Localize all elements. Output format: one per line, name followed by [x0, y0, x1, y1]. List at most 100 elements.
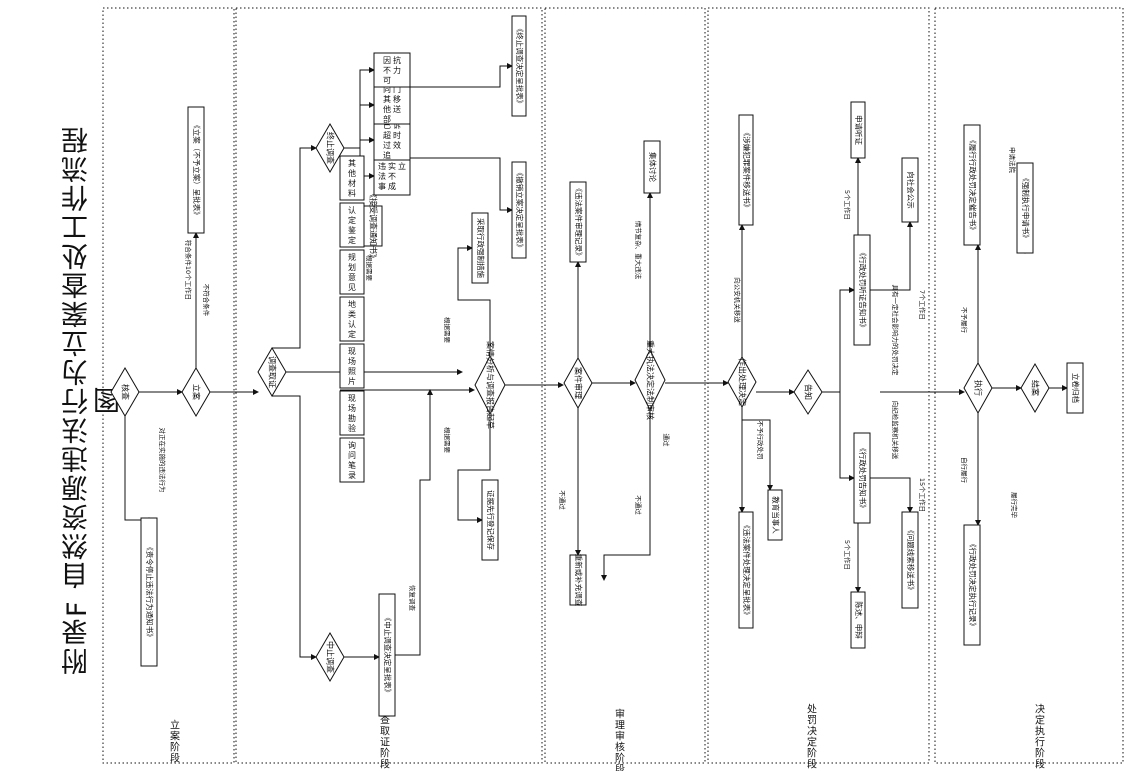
svg-text:向社会公示: 向社会公示	[906, 171, 916, 209]
svg-text:现场勘验: 现场勘验	[348, 394, 356, 433]
svg-text:《责令停止违法行为通知书》: 《责令停止违法行为通知书》	[145, 543, 155, 641]
svg-text:《违法案件处理决定呈批表》: 《违法案件处理决定呈批表》	[742, 521, 752, 619]
svg-text:认定鉴定: 认定鉴定	[348, 205, 356, 245]
node-zhongda: 重大执法决定法制审核	[634, 340, 666, 420]
node-dilei: 地类认定	[339, 296, 365, 342]
svg-text:询问笔录: 询问笔录	[348, 440, 356, 480]
svg-text:重大执法决定法制审核: 重大执法决定法制审核	[646, 340, 656, 420]
stage-label-s1: 立案阶段	[170, 719, 180, 765]
node-diaocha: 调查取证	[257, 347, 287, 397]
svg-text:教育当事人: 教育当事人	[771, 496, 781, 534]
node-shenli: 案件审理	[563, 356, 593, 410]
node-jiean: 结案	[1020, 363, 1050, 413]
edge-4	[124, 416, 152, 523]
edge-label: 不通过	[634, 495, 643, 515]
edge-label: 情节复杂、重大违法	[634, 221, 643, 280]
svg-text:申请听证: 申请听证	[854, 115, 864, 145]
node-yisong: 向其他部门移送	[373, 83, 411, 125]
svg-text:现场照片: 现场照片	[348, 347, 356, 386]
node-xunwen: 询问笔录	[339, 437, 365, 483]
edge-19	[457, 414, 491, 523]
svg-text:案件审理: 案件审理	[574, 367, 584, 399]
edge-8	[272, 145, 317, 349]
svg-text:《立案（不予立案）呈批表》: 《立案（不予立案）呈批表》	[192, 121, 202, 219]
edge-label: 不予履行	[960, 307, 969, 334]
node-jieshou: 《接受调查通知书》	[363, 190, 383, 262]
node-guidang: 立卷归档	[1066, 362, 1084, 414]
edge-13	[410, 63, 513, 88]
edge-label: 履行完毕	[1010, 492, 1019, 519]
svg-text:重新或补充调查: 重新或补充调查	[574, 554, 584, 607]
edge-label: 不符合条件	[202, 284, 211, 317]
edge-5	[272, 395, 317, 660]
edge-28	[742, 419, 773, 491]
svg-text:调查取证: 调查取证	[268, 356, 278, 388]
edge-31	[822, 391, 855, 481]
svg-text:《行政处罚决定执行记录》: 《行政处罚决定执行记录》	[968, 540, 978, 630]
svg-text:《行政处罚告知书》: 《行政处罚告知书》	[858, 444, 868, 512]
svg-text:核查: 核查	[121, 384, 131, 400]
node-qiangzhi_sq: 《强制执行申请书》	[1016, 162, 1034, 254]
stage-label-s5: 决定执行阶段	[1035, 704, 1045, 771]
svg-text:其他材料: 其他材料	[348, 159, 356, 198]
edge-9	[344, 102, 375, 149]
node-chongxin: 重新或补充调查	[569, 554, 587, 607]
edge-34	[870, 221, 913, 291]
node-cexiao: 《撤销立案决定呈批表》	[511, 161, 527, 259]
edge-10	[359, 67, 375, 148]
svg-text:采取行政强制措施: 采取行政强制措施	[476, 218, 486, 278]
edge-label: 恢复调查	[408, 585, 417, 612]
node-shexian: 《涉嫌犯罪案件移送书》	[738, 114, 754, 226]
svg-text:《中止调查决定呈批表》: 《中止调查决定呈批表》	[383, 614, 393, 697]
node-wenti: 《问题线索移送书》	[901, 511, 919, 609]
svg-text:中止调查: 中止调查	[326, 641, 336, 673]
edge-18	[457, 245, 491, 356]
svg-text:立案: 立案	[192, 384, 202, 400]
node-zhixing_jl: 《行政处罚决定执行记录》	[963, 524, 981, 646]
edge-label: 不予行政处罚	[756, 421, 765, 460]
node-gongshi: 向社会公示	[901, 157, 919, 223]
svg-text:《涉嫌犯罪案件移送书》: 《涉嫌犯罪案件移送书》	[742, 129, 752, 212]
node-fenxi: 案情分析与调查报告起草	[474, 341, 506, 429]
node-zhaopian: 现场照片	[339, 343, 365, 389]
svg-text:《接受调查通知书》: 《接受调查通知书》	[369, 190, 379, 262]
svg-text:《违法案件审理记录》: 《违法案件审理记录》	[574, 185, 584, 260]
edge-30	[822, 287, 855, 393]
svg-text:作出处理决定: 作出处理决定	[738, 358, 748, 406]
svg-text:《终止调查决定呈批表》: 《终止调查决定呈批表》	[515, 25, 525, 108]
stage-label-s4: 处罚决定阶段	[807, 704, 817, 771]
edge-35	[870, 477, 913, 513]
node-cuigao: 《履行行政处罚决定催告书》	[963, 124, 981, 246]
node-zhixing: 执行	[963, 361, 993, 415]
node-jianding: 认定鉴定	[339, 202, 365, 248]
node-chenshu: 陈述、申辩	[850, 591, 866, 649]
stage-label-s3: 审理审核阶段	[615, 708, 625, 771]
svg-text:《问题线索移送书》: 《问题线索移送书》	[906, 526, 916, 594]
stage-box-s2	[235, 7, 543, 764]
stage-box-s1	[102, 7, 235, 764]
node-zhongjie_d: 终止调查	[315, 123, 345, 173]
svg-text:规划意见: 规划意见	[348, 252, 356, 292]
edge-label: 不通过	[558, 490, 567, 510]
node-qiangzhi: 采取行政强制措施	[471, 212, 489, 284]
stage-box-s5	[934, 7, 1124, 764]
edge-label: 根据需要	[443, 427, 452, 454]
node-kancha: 现场勘验	[339, 390, 365, 436]
svg-text:案情分析与调查报告起草: 案情分析与调查报告起草	[486, 341, 496, 429]
edge-label: 15个工作日	[918, 478, 927, 512]
edge-label: 符合条件10个工作日	[184, 240, 193, 300]
edge-label: 根据需要	[443, 317, 452, 344]
svg-text:《撤销立案决定呈批表》: 《撤销立案决定呈批表》	[515, 169, 525, 252]
node-tingzheng: 《行政处罚听证告知书》	[853, 234, 871, 346]
svg-text:地类认定: 地类认定	[348, 299, 356, 339]
node-zhengju: 证据先行登记保存	[481, 479, 499, 561]
node-hecha: 核查	[110, 367, 140, 417]
node-lian: 立案	[181, 367, 211, 417]
node-chuli_cp: 《违法案件处理决定呈批表》	[738, 511, 754, 629]
edge-label: 5个工作日	[843, 540, 852, 570]
node-chufa_gz: 《行政处罚告知书》	[853, 432, 871, 524]
node-shenlijilu: 《违法案件审理记录》	[569, 181, 587, 263]
node-gaozhi: 告知	[793, 369, 823, 415]
edge-7	[395, 389, 433, 656]
